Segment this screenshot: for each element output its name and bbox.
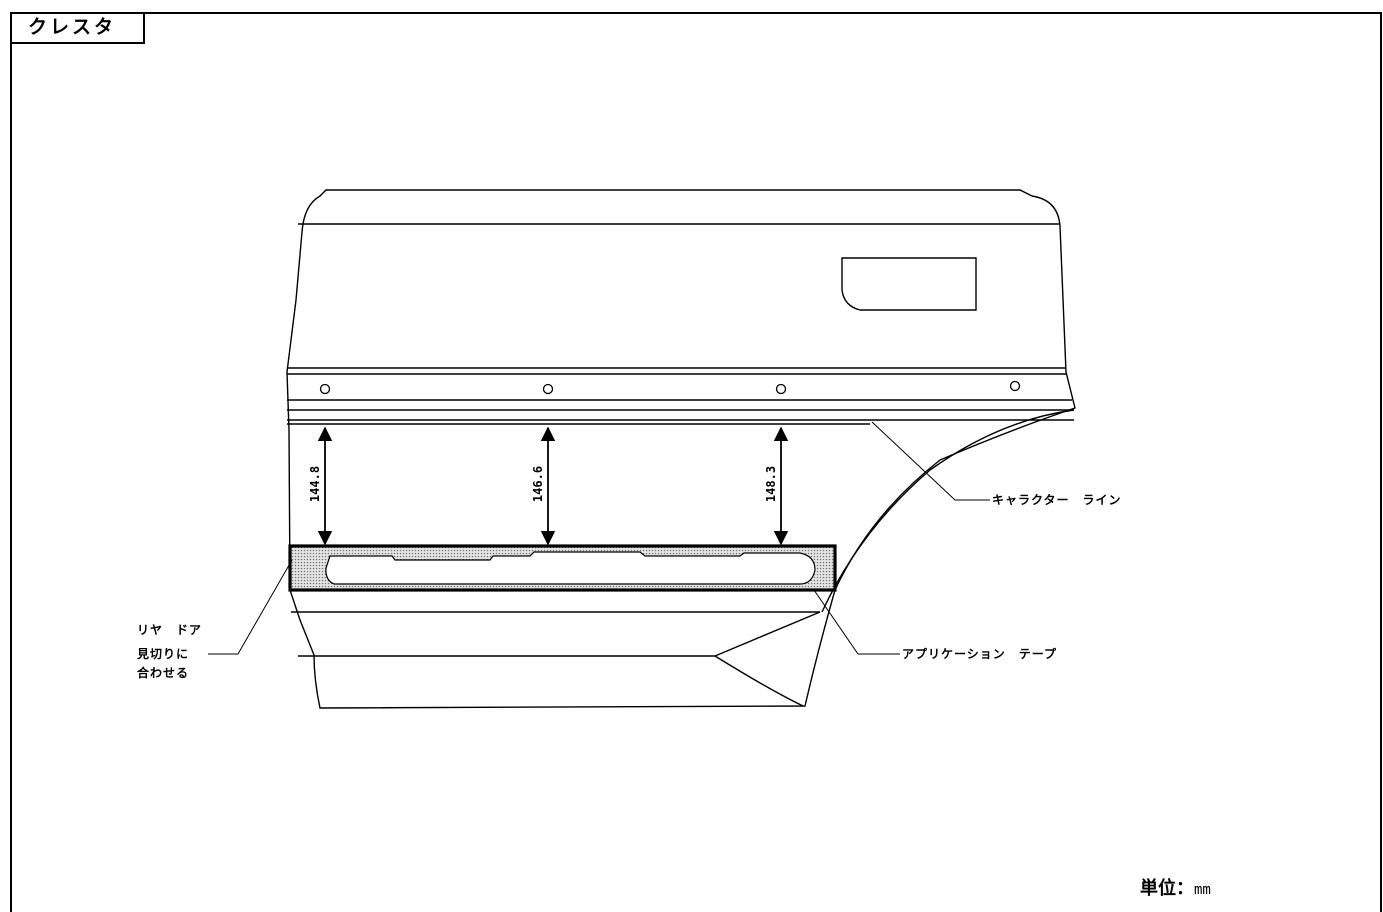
door-outline <box>286 189 1076 709</box>
callout-application-tape: アプリケーション テープ <box>902 646 1057 661</box>
callout-rear-door-2: 見切りに <box>136 646 189 661</box>
dimension-label-left: 144.8 <box>308 466 322 502</box>
dimension-label-center: 146.6 <box>531 466 545 502</box>
dimension-arrows <box>317 426 789 546</box>
leader-lines <box>208 421 990 655</box>
callout-rear-door-1: リヤ ドア <box>137 623 202 637</box>
model-name-tab: クレスタ <box>10 12 145 44</box>
clip-hole-3 <box>775 383 787 395</box>
leader-character-line <box>871 421 990 501</box>
clip-holes <box>319 380 1021 395</box>
clip-hole-2 <box>542 383 554 395</box>
application-tape <box>288 544 837 592</box>
callout-character-line: キャラクター ライン <box>992 493 1122 507</box>
clip-hole-1 <box>319 383 331 395</box>
unit-separator: ： <box>1176 878 1194 899</box>
unit-value: mm <box>1194 882 1211 898</box>
leader-rear-door <box>208 559 293 655</box>
clip-hole-4 <box>1009 380 1021 392</box>
door-handle-recess <box>841 257 977 311</box>
leader-application-tape <box>813 589 900 655</box>
drawing-frame <box>10 12 1382 912</box>
dimension-label-right: 148.3 <box>764 466 778 502</box>
unit-label: 単位 <box>1140 878 1176 899</box>
callout-rear-door-3: 合わせる <box>137 665 189 680</box>
unit-note: 単位：mm <box>1140 874 1211 900</box>
